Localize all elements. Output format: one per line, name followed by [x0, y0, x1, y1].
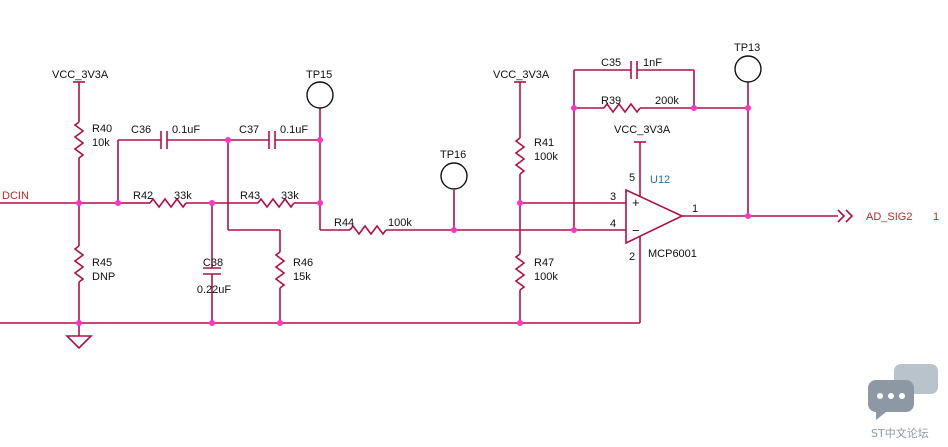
junction-dot: [209, 320, 215, 326]
c36-value: 0.1uF: [172, 124, 200, 136]
pin-5-label: 5: [629, 172, 635, 184]
chat-bubbles-icon: [868, 364, 938, 420]
c37-value: 0.1uF: [280, 124, 308, 136]
r39-resistor: [603, 102, 641, 114]
tp16-label: TP16: [440, 149, 466, 161]
junction-dot: [571, 227, 577, 233]
junction-dot: [115, 200, 121, 206]
tp13-label: TP13: [734, 42, 760, 54]
pin-4-label: 4: [610, 218, 616, 230]
junction-dot: [76, 200, 82, 206]
junction-dot: [76, 320, 82, 326]
c37-ref: C37: [239, 124, 259, 136]
r43-value: 33k: [281, 190, 299, 202]
r46-ref: R46: [293, 257, 313, 269]
r41-ref: R41: [534, 137, 554, 149]
junction-dot: [317, 137, 323, 143]
r47-ref: R47: [534, 257, 554, 269]
r45-value: DNP: [92, 271, 115, 283]
junction-dot: [317, 200, 323, 206]
c38-value: 0.22uF: [197, 284, 232, 296]
dcin-label: DCIN: [2, 190, 29, 202]
r44-value: 100k: [388, 217, 412, 229]
tp16-circle: [440, 162, 468, 190]
r43-resistor: [257, 197, 295, 209]
r44-resistor: [349, 224, 387, 236]
r43-ref: R43: [240, 190, 260, 202]
vcc-label-2: VCC_3V3A: [493, 69, 550, 81]
r41-value: 100k: [534, 151, 558, 163]
opamp-part: MCP6001: [648, 248, 697, 260]
r45-resistor: [73, 245, 85, 283]
junction-dot: [517, 200, 523, 206]
tp13-circle: [734, 55, 762, 83]
junction-dot: [209, 200, 215, 206]
c38-ref: C38: [203, 257, 223, 269]
r42-ref: R42: [133, 190, 153, 202]
r42-value: 33k: [174, 190, 192, 202]
pin-3-label: 3: [610, 191, 616, 203]
r41-resistor: [514, 137, 526, 175]
r40-resistor: [73, 121, 85, 159]
r40-ref: R40: [92, 123, 112, 135]
c36-ref: C36: [131, 124, 151, 136]
pin-2-label: 2: [629, 251, 635, 263]
junction-dot: [745, 213, 751, 219]
opamp-ref: U12: [650, 174, 670, 186]
r46-resistor: [274, 251, 286, 289]
tp15-circle: [306, 81, 334, 109]
vcc-label-1: VCC_3V3A: [52, 69, 109, 81]
plus-sign: +: [632, 195, 640, 210]
tp15-label: TP15: [306, 69, 332, 81]
r39-value: 200k: [655, 95, 679, 107]
output-net-label: AD_SIG2: [866, 211, 912, 223]
c35-ref: C35: [601, 57, 621, 69]
junction-dot: [745, 105, 751, 111]
pin-1-label: 1: [692, 203, 698, 215]
r40-value: 10k: [92, 137, 110, 149]
junction-dot: [277, 320, 283, 326]
junction-dot: [571, 105, 577, 111]
r47-value: 100k: [534, 271, 558, 283]
watermark-text: ST中文论坛: [871, 426, 929, 440]
junction-dot: [225, 137, 231, 143]
vcc-label-3: VCC_3V3A: [614, 124, 671, 136]
junction-dot: [517, 320, 523, 326]
ground-icon: [65, 335, 93, 350]
r46-value: 15k: [293, 271, 311, 283]
opamp-u12: [625, 188, 684, 245]
r47-resistor: [514, 253, 526, 291]
minus-sign: −: [632, 223, 640, 238]
r42-resistor: [149, 197, 187, 209]
junction-dot: [691, 105, 697, 111]
junction-dot: [451, 227, 457, 233]
output-arrow-icon: [837, 209, 854, 223]
r44-ref: R44: [334, 217, 354, 229]
output-net-page: 1: [933, 211, 939, 223]
c35-value: 1nF: [643, 57, 662, 69]
r45-ref: R45: [92, 257, 112, 269]
r39-ref: R39: [601, 95, 621, 107]
